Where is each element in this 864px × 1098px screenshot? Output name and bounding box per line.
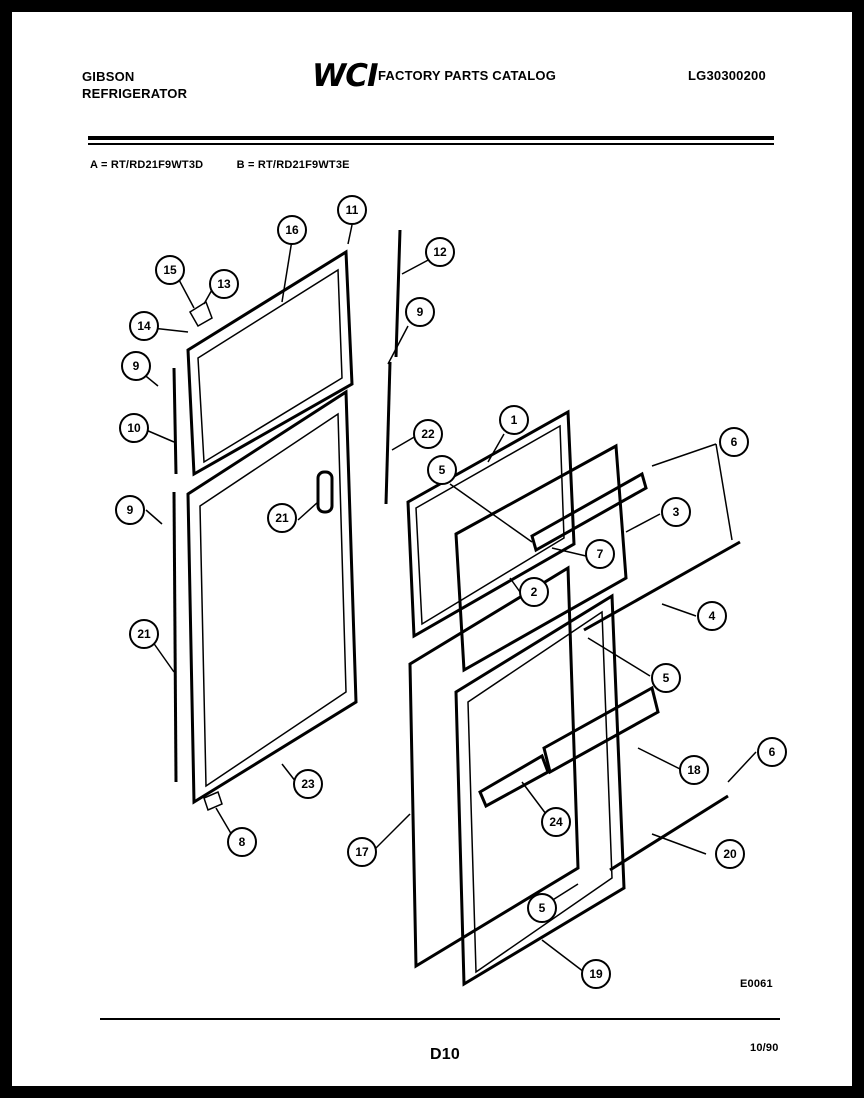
callout-15: 15 xyxy=(155,255,185,285)
hinge-strip-upper xyxy=(394,229,402,358)
svg-text:7: 7 xyxy=(597,547,604,561)
svg-text:23: 23 xyxy=(301,777,315,791)
freezer-door-liner xyxy=(454,443,628,673)
callout-5-bottom: 5 xyxy=(527,893,557,923)
fresh-food-door-outer xyxy=(186,389,358,805)
svg-text:21: 21 xyxy=(275,511,289,525)
freezer-gasket-inner xyxy=(415,424,565,626)
svg-text:21: 21 xyxy=(137,627,151,641)
door-handle xyxy=(316,470,334,514)
callout-21-handle: 21 xyxy=(267,503,297,533)
svg-text:10: 10 xyxy=(127,421,141,435)
callout-9-lower-left: 9 xyxy=(115,495,145,525)
callout-18: 18 xyxy=(679,755,709,785)
callout-16: 16 xyxy=(277,215,307,245)
fresh-food-door-liner xyxy=(454,593,626,987)
svg-text:6: 6 xyxy=(769,745,776,759)
svg-text:20: 20 xyxy=(723,847,737,861)
callout-4: 4 xyxy=(697,601,727,631)
callout-leaders xyxy=(135,224,757,973)
svg-text:15: 15 xyxy=(163,263,177,277)
svg-text:5: 5 xyxy=(663,671,670,685)
model-a: A = RT/RD21F9WT3D xyxy=(90,159,204,171)
callout-8: 8 xyxy=(227,827,257,857)
trim-strip-upper xyxy=(172,367,178,475)
svg-text:24: 24 xyxy=(549,815,563,829)
fresh-food-gasket xyxy=(408,565,580,969)
callout-13: 13 xyxy=(209,269,239,299)
hinge-strip-lower xyxy=(384,361,392,505)
door-bin-18 xyxy=(542,685,660,775)
callout-5-top: 5 xyxy=(427,455,457,485)
freezer-gasket xyxy=(406,409,576,639)
product-type: REFRIGERATOR xyxy=(82,86,188,101)
callout-12: 12 xyxy=(425,237,455,267)
svg-text:19: 19 xyxy=(589,967,603,981)
callout-19: 19 xyxy=(581,959,611,989)
callout-6-bottom: 6 xyxy=(757,737,787,767)
freezer-shelf-rail xyxy=(530,471,648,553)
callout-14: 14 xyxy=(129,311,159,341)
brand-block: GIBSON REFRIGERATOR xyxy=(82,68,187,102)
bottom-hinge xyxy=(203,790,223,812)
callout-24: 24 xyxy=(541,807,571,837)
svg-text:18: 18 xyxy=(687,763,701,777)
brand-name: GIBSON xyxy=(82,69,135,84)
callout-5-middle: 5 xyxy=(651,663,681,693)
callout-20: 20 xyxy=(715,839,745,869)
svg-text:11: 11 xyxy=(346,203,359,217)
svg-text:12: 12 xyxy=(433,245,447,259)
exploded-parts-diagram: 11 16 12 15 13 14 9 9 10 22 1 6 5 3 9 21… xyxy=(115,195,787,989)
callout-7: 7 xyxy=(585,539,615,569)
callout-11: 11 xyxy=(337,195,367,225)
svg-text:17: 17 xyxy=(355,845,369,859)
callout-1: 1 xyxy=(499,405,529,435)
callout-23: 23 xyxy=(293,769,323,799)
callout-9-upper-left: 9 xyxy=(121,351,151,381)
svg-text:9: 9 xyxy=(127,503,134,517)
svg-text:8: 8 xyxy=(239,835,246,849)
liner-shelf-bar xyxy=(583,540,741,632)
footer-rule xyxy=(100,1018,780,1020)
top-hinge xyxy=(188,300,213,328)
date-code: 10/90 xyxy=(750,1042,779,1054)
svg-text:1: 1 xyxy=(511,413,518,427)
model-list: A = RT/RD21F9WT3D B = RT/RD21F9WT3E xyxy=(90,159,380,171)
callout-6-top: 6 xyxy=(719,427,749,457)
callout-3: 3 xyxy=(661,497,691,527)
catalog-title: FACTORY PARTS CATALOG xyxy=(378,68,557,83)
bottom-shelf-bar xyxy=(609,794,729,872)
header-rule-thick xyxy=(88,136,774,140)
callout-2: 2 xyxy=(519,577,549,607)
svg-text:9: 9 xyxy=(417,305,424,319)
freezer-door-outer xyxy=(186,249,354,477)
door-bin-24 xyxy=(478,753,550,809)
trim-strip-lower xyxy=(172,491,178,783)
svg-text:16: 16 xyxy=(285,223,299,237)
callout-21-trim: 21 xyxy=(129,619,159,649)
parts-catalog-page: GIBSON REFRIGERATOR WCI FACTORY PARTS CA… xyxy=(12,12,852,1086)
svg-text:3: 3 xyxy=(673,505,680,519)
svg-text:4: 4 xyxy=(709,609,716,623)
svg-text:5: 5 xyxy=(539,901,546,915)
callout-9-upper-right: 9 xyxy=(405,297,435,327)
svg-text:2: 2 xyxy=(531,585,538,599)
page-number: D10 xyxy=(430,1046,460,1063)
svg-text:14: 14 xyxy=(137,319,151,333)
header-rule-thin xyxy=(88,143,774,145)
callout-17: 17 xyxy=(347,837,377,867)
diagram-code: E0061 xyxy=(740,978,773,990)
model-b: B = RT/RD21F9WT3E xyxy=(236,159,350,171)
callout-22: 22 xyxy=(413,419,443,449)
svg-text:5: 5 xyxy=(439,463,446,477)
svg-text:22: 22 xyxy=(421,427,435,441)
callout-10: 10 xyxy=(119,413,149,443)
fresh-food-liner-inner xyxy=(467,610,613,974)
catalog-code: LG30300200 xyxy=(688,68,766,83)
svg-text:13: 13 xyxy=(217,277,231,291)
wci-logo: WCI xyxy=(312,58,378,94)
svg-text:9: 9 xyxy=(133,359,140,373)
svg-text:6: 6 xyxy=(731,435,738,449)
